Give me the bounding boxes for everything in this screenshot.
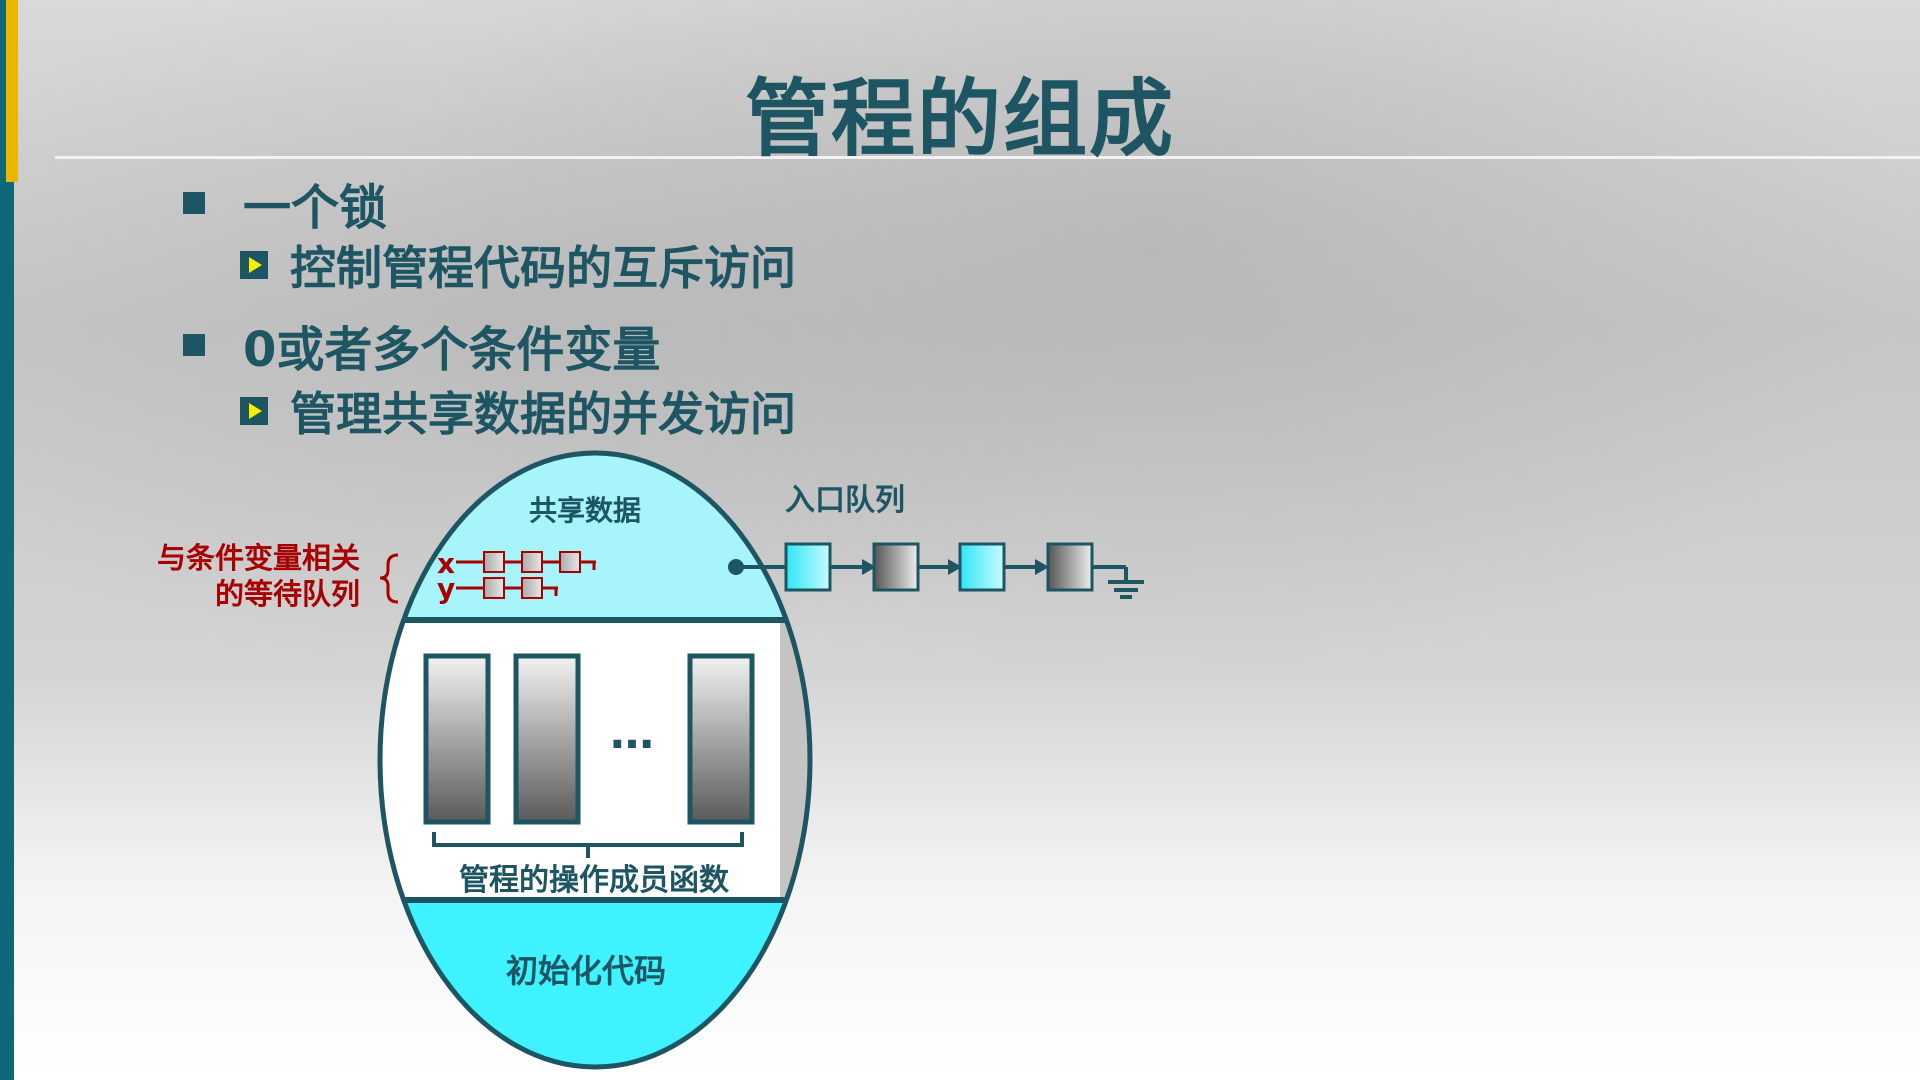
bullet-condvars-text: 0或者多个条件变量 [243,322,661,378]
cond-queue-label-line2: 的等待队列 [215,577,360,611]
entry-queue-arrowheads [862,559,1049,575]
slide-title: 管程的组成 [744,70,1175,168]
queue-node [483,551,505,573]
square-bullet-icon [183,192,205,214]
region-divider-top [380,617,810,623]
ellipsis: … [610,708,654,759]
sub-bullet-lock: 控制管程代码的互斥访问 [240,232,796,298]
bullet-lock: 一个锁 [183,168,387,238]
left-accent-bar [0,0,14,1080]
entry-queue-node [1046,542,1094,592]
init-code-region [380,900,810,1067]
cond-queue-y [456,586,558,596]
cond-queue-x [456,560,596,570]
square-bullet-icon [183,334,205,356]
sub-bullet-lock-text: 控制管程代码的互斥访问 [290,241,796,295]
init-code-label: 初始化代码 [506,952,666,990]
entry-queue-node [958,542,1006,592]
cond-queue-x-nodes [483,551,581,573]
member-function-bar [423,653,491,825]
functions-brace [432,832,744,858]
entry-queue-node [872,542,920,592]
member-function-bar [513,653,581,825]
bullet-condvars: 0或者多个条件变量 [183,310,660,380]
shared-data-label: 共享数据 [529,494,641,527]
bullet-lock-text: 一个锁 [243,180,388,236]
monitor-outline [377,450,813,1070]
queue-node [521,577,543,599]
member-functions-label: 管程的操作成员函数 [459,863,730,898]
cond-var-x-label: x [437,547,455,580]
cond-var-y-label: y [437,572,455,605]
left-yellow-accent [6,0,18,182]
entry-queue-links [736,565,1144,599]
sub-bullet-condvars-text: 管理共享数据的并发访问 [290,387,796,441]
title-divider [55,156,1920,159]
region-divider-bottom [380,897,810,903]
play-bullet-icon [240,251,268,279]
queue-node [521,551,543,573]
cond-queue-y-nodes [483,577,543,599]
cond-queue-label-line1: 与条件变量相关 [157,541,360,575]
queue-node [559,551,581,573]
queue-node [483,577,505,599]
play-bullet-icon [240,397,268,425]
member-function-bar [687,653,755,825]
entry-queue-node [784,542,832,592]
cond-queue-brace [379,553,399,604]
entry-queue-label: 入口队列 [785,483,905,518]
sub-bullet-condvars: 管理共享数据的并发访问 [240,378,796,444]
